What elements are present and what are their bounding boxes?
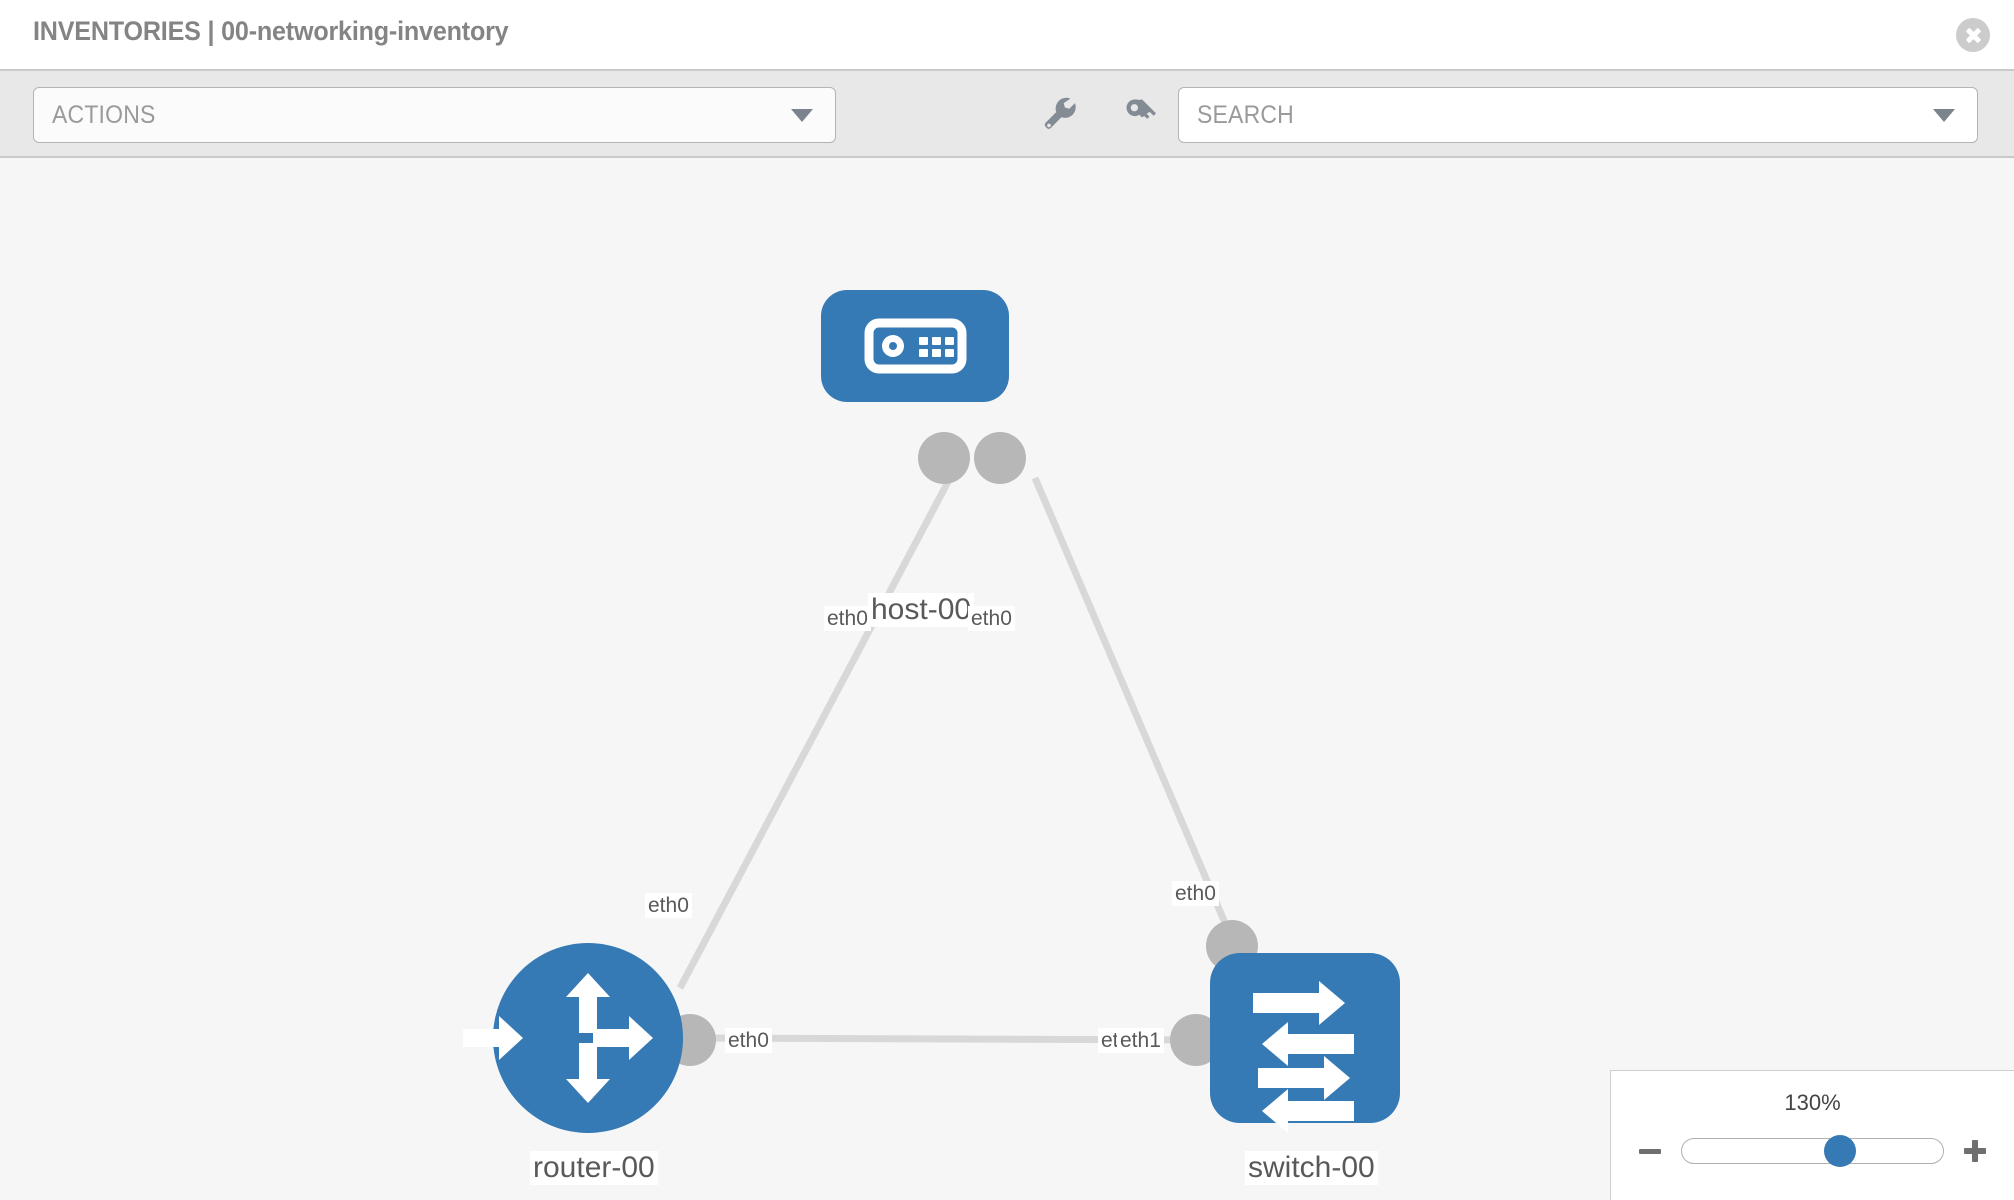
interface-label: eth1	[1117, 1028, 1164, 1053]
actions-dropdown-label: ACTIONS	[52, 101, 156, 129]
topology-canvas[interactable]: eth0 host-00 eth0 eth0 eth0 eth0 eth0 et…	[0, 158, 2014, 1200]
topology-node-switch-00	[1210, 953, 1400, 1133]
interface-label: eth0	[725, 1028, 772, 1053]
topology-node-router-00	[463, 943, 683, 1133]
node-label-router-00: router-00	[530, 1151, 658, 1185]
plus-icon[interactable]	[1962, 1138, 1988, 1164]
actions-dropdown[interactable]: ACTIONS	[33, 87, 836, 143]
node-label-host-00: host-00	[868, 593, 975, 627]
close-icon[interactable]	[1956, 18, 1990, 52]
link-host00-switch00	[1031, 476, 1244, 960]
topology-graph	[463, 290, 1400, 1133]
router-arrows-icon	[463, 973, 653, 1103]
search-input-placeholder: SEARCH	[1197, 101, 1294, 129]
search-input[interactable]: SEARCH	[1178, 87, 1978, 143]
page-header: INVENTORIES | 00-networking-inventory	[0, 0, 2014, 71]
zoom-percent-label: 130%	[1784, 1090, 1841, 1115]
topology-node-host-00	[821, 290, 1009, 402]
topology-ports	[664, 432, 1258, 1066]
chevron-down-icon	[791, 109, 813, 122]
key-icon[interactable]	[1120, 93, 1160, 133]
topology-links	[676, 476, 1244, 1044]
interface-label: eth0	[968, 606, 1015, 631]
interface-label: eth0	[645, 893, 692, 918]
server-icon	[864, 318, 967, 374]
port-host00-eth0-left	[918, 432, 970, 484]
port-switch00-eth1	[1170, 1014, 1222, 1066]
minus-icon[interactable]	[1637, 1138, 1663, 1164]
wrench-icon[interactable]	[1040, 93, 1080, 133]
switch-arrows-icon	[1253, 981, 1354, 1133]
node-label-switch-00: switch-00	[1245, 1151, 1378, 1185]
chevron-down-icon[interactable]	[1933, 109, 1955, 122]
port-host00-eth0-right	[974, 432, 1026, 484]
interface-label: eth0	[824, 606, 871, 631]
interface-label: eth0	[1172, 881, 1219, 906]
minus-icon-bar	[1639, 1149, 1661, 1154]
zoom-control-row	[1611, 1131, 2014, 1171]
link-host00-router00	[676, 476, 954, 990]
toolbar: ACTIONS SEARCH	[0, 71, 2014, 158]
toolbar-icon-group	[1040, 93, 1160, 133]
zoom-slider-thumb[interactable]	[1823, 1135, 1856, 1167]
page-title: INVENTORIES | 00-networking-inventory	[33, 16, 509, 46]
zoom-control-panel: 130%	[1610, 1070, 2014, 1200]
plus-icon-bar-v	[1972, 1140, 1978, 1162]
zoom-slider[interactable]	[1681, 1135, 1944, 1167]
